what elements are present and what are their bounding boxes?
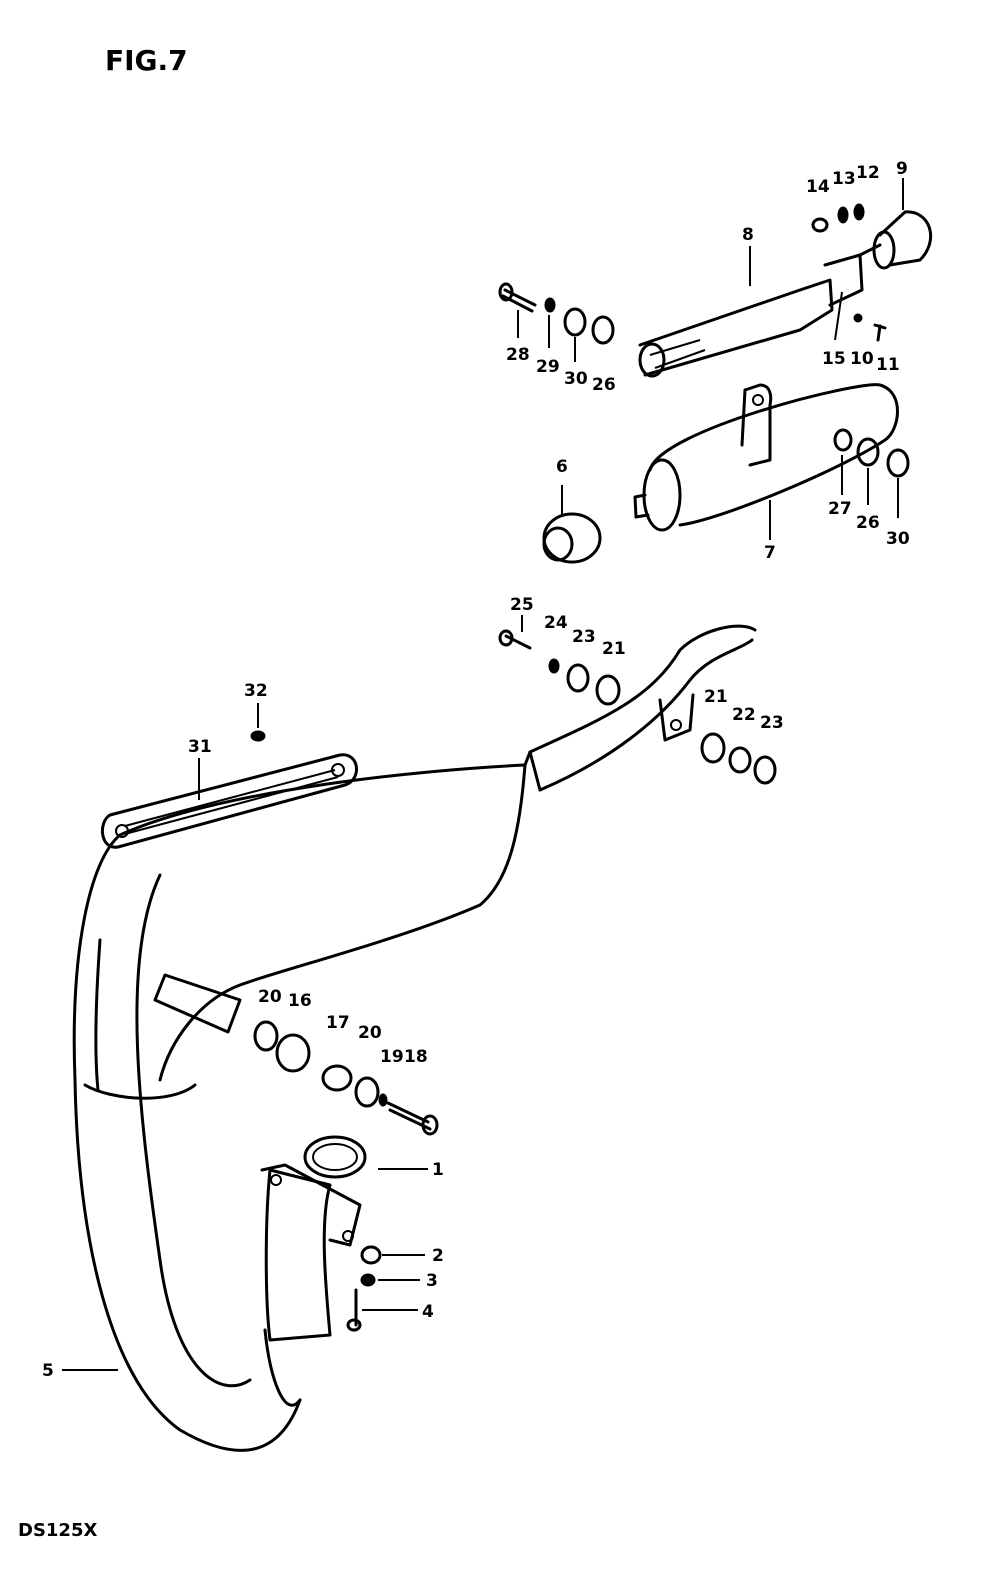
model-code: DS125X bbox=[18, 1520, 97, 1541]
leader-lines bbox=[62, 178, 904, 1371]
part-label-31: 31 bbox=[188, 737, 212, 757]
part-number-labels: 1 2 3 4 5 6 7 8 9 10 11 12 13 14 15 16 1… bbox=[42, 159, 910, 1381]
grommet-part-6 bbox=[542, 512, 602, 564]
spark-arrester-part-9 bbox=[858, 210, 933, 270]
part-label-23b: 23 bbox=[760, 713, 784, 733]
part-label-10: 10 bbox=[850, 349, 874, 369]
part-label-3: 3 bbox=[426, 1271, 438, 1291]
part-label-26a: 26 bbox=[592, 375, 616, 395]
part-label-29: 29 bbox=[536, 357, 560, 377]
part-label-2: 2 bbox=[432, 1246, 444, 1266]
part-label-9: 9 bbox=[896, 159, 908, 179]
part-label-30a: 30 bbox=[564, 369, 588, 389]
part-label-23a: 23 bbox=[572, 627, 596, 647]
part-label-7: 7 bbox=[764, 543, 776, 563]
exhaust-pipe-part-5 bbox=[72, 624, 757, 1452]
part-label-32: 32 bbox=[244, 681, 268, 701]
part-label-24: 24 bbox=[544, 613, 568, 633]
part-label-20a: 20 bbox=[258, 987, 282, 1007]
part-label-5: 5 bbox=[42, 1361, 54, 1381]
part-label-6: 6 bbox=[556, 457, 568, 477]
part-label-1: 1 bbox=[432, 1160, 444, 1180]
part-label-13: 13 bbox=[832, 169, 856, 189]
part-label-17: 17 bbox=[326, 1013, 350, 1033]
part-label-30b: 30 bbox=[886, 529, 910, 549]
part-label-27: 27 bbox=[828, 499, 852, 519]
part-label-26b: 26 bbox=[856, 513, 880, 533]
part-label-18: 18 bbox=[404, 1047, 428, 1067]
tail-pipe-part-8 bbox=[638, 253, 864, 378]
part-label-19: 19 bbox=[380, 1047, 404, 1067]
part-label-22: 22 bbox=[732, 705, 756, 725]
small-hardware bbox=[250, 203, 910, 1332]
gasket-part-1 bbox=[303, 1135, 367, 1179]
part-label-25: 25 bbox=[510, 595, 534, 615]
heat-guard-part-31 bbox=[101, 753, 358, 849]
part-label-14: 14 bbox=[806, 177, 830, 197]
part-label-16: 16 bbox=[288, 991, 312, 1011]
part-label-28: 28 bbox=[506, 345, 530, 365]
silencer-part-7 bbox=[633, 383, 899, 532]
part-label-8: 8 bbox=[742, 225, 754, 245]
part-label-21a: 21 bbox=[602, 639, 626, 659]
part-label-11: 11 bbox=[876, 355, 900, 375]
part-label-4: 4 bbox=[422, 1302, 434, 1322]
part-label-21b: 21 bbox=[704, 687, 728, 707]
part-label-20b: 20 bbox=[358, 1023, 382, 1043]
part-label-15: 15 bbox=[822, 349, 846, 369]
part-label-12: 12 bbox=[856, 163, 880, 183]
figure-title: FIG.7 bbox=[105, 44, 188, 77]
